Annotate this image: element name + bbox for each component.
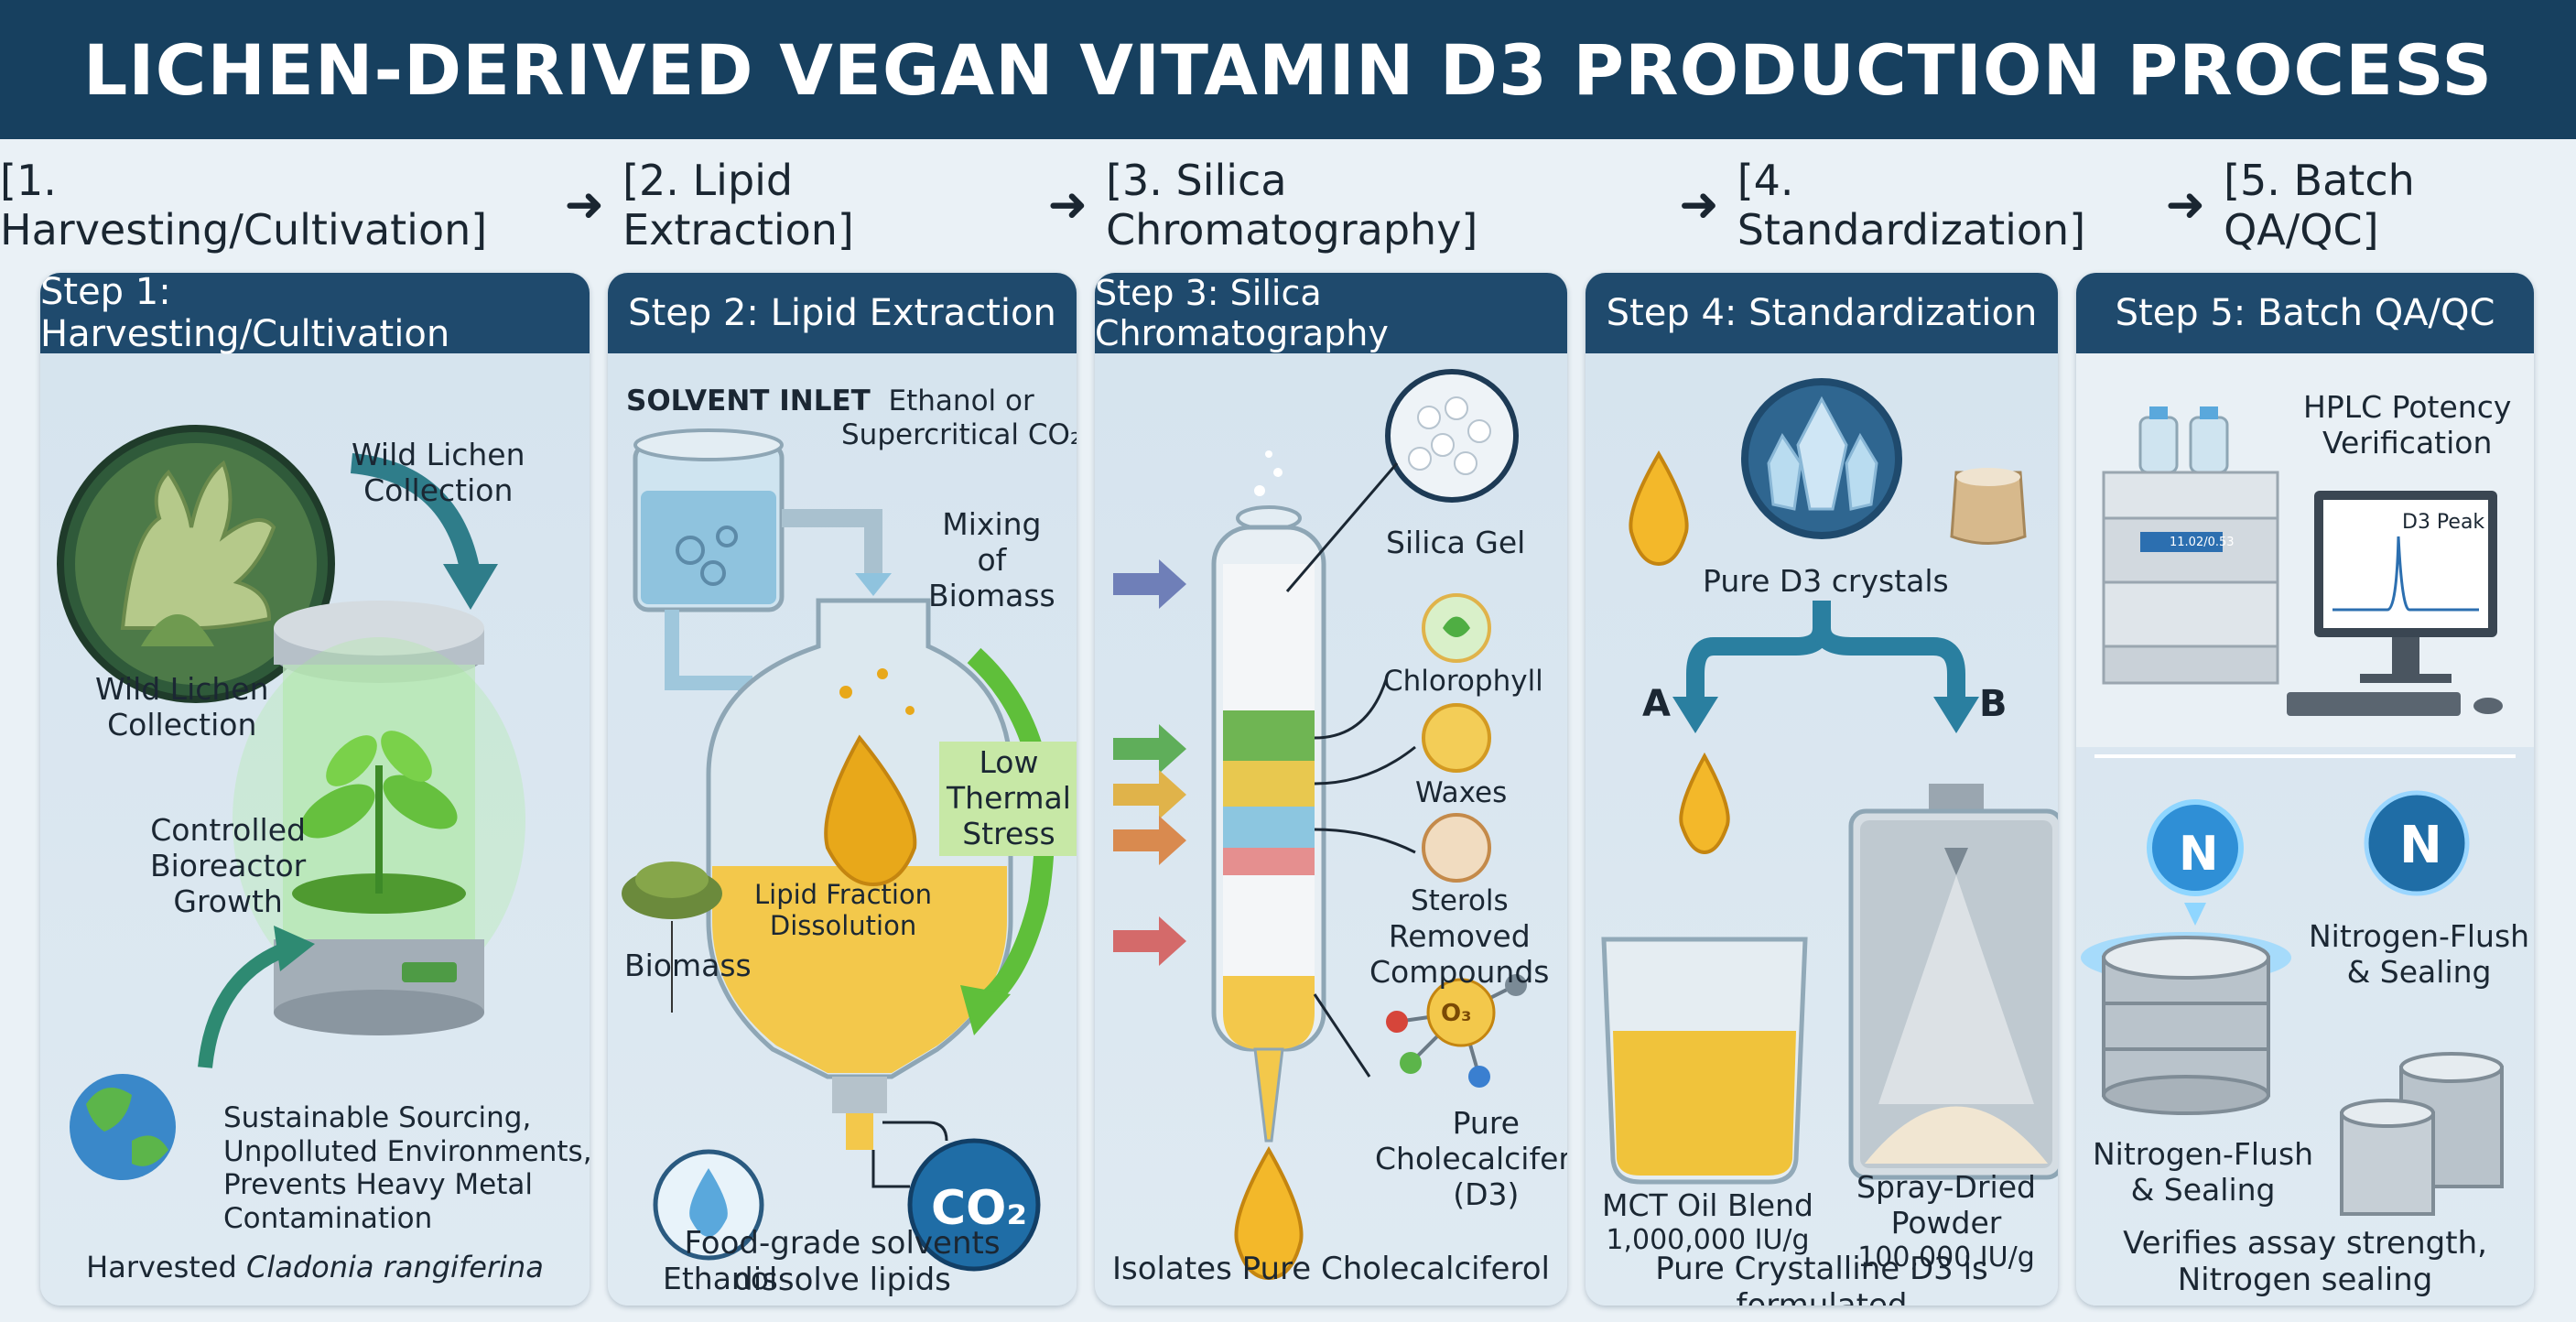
page-title: LICHEN-DERIVED VEGAN VITAMIN D3 PRODUCTI…	[82, 28, 2494, 111]
co2-label: CO₂	[931, 1181, 1028, 1236]
curved-arrow-icon	[350, 453, 481, 576]
step-1-illustration	[57, 425, 525, 1180]
hplc-instrument-icon	[2102, 406, 2279, 685]
monitor-icon	[2287, 491, 2503, 716]
flow-arrow-icon: ➜	[2165, 178, 2206, 233]
biomass-icon	[622, 861, 722, 1013]
solvent-tank-icon	[633, 428, 785, 612]
nitrogen-sphere-icon	[2364, 790, 2470, 896]
nitrogen-sphere-icon	[2147, 799, 2244, 926]
mct-oil-beaker-icon	[1601, 937, 1808, 1185]
flow-arrow-icon: ➜	[1679, 178, 1719, 233]
flow-step-2: [2. Lipid Extraction]	[622, 156, 854, 255]
earth-globe-icon	[70, 1074, 176, 1180]
step-4-caption: Pure Crystalline D3 is formulated	[1655, 1251, 1988, 1306]
panel-step-3: Step 3: Silica Chromatography	[1095, 273, 1567, 1306]
biomass-label: Biomass	[624, 948, 752, 983]
ethanol-label: Ethanol	[663, 1261, 778, 1296]
nitrogen-symbol-left: N	[2179, 827, 2219, 882]
hplc-display-readout: 11.02/0.53	[2170, 536, 2235, 549]
step-3-header: Step 3: Silica Chromatography	[1095, 273, 1567, 353]
d3-molecule-icon	[1386, 974, 1527, 1088]
nitrogen-flush-label-right: Nitrogen-Flush& Sealing	[2309, 918, 2530, 990]
input-arrows-icon	[1113, 559, 1186, 966]
step-1-header: Step 1: Harvesting/Cultivation	[40, 273, 590, 355]
ethanol-drop-icon	[653, 1149, 764, 1261]
oil-drop-icon	[1629, 450, 1689, 567]
silica-gel-icon	[1385, 369, 1519, 503]
panel-step-1: Step 1: Harvesting/Cultivation	[40, 273, 590, 1306]
recirculation-arrow-icon	[967, 647, 1055, 1012]
chlorophyll-label: Chlorophyll	[1383, 665, 1543, 698]
step-5-header: Step 5: Batch QA/QC	[2076, 273, 2534, 353]
storage-drums-icon	[2340, 1052, 2504, 1216]
flow-step-3: [3. Silica Chromatography]	[1106, 156, 1478, 255]
d3-drop-icon	[1234, 1145, 1304, 1281]
branch-b-label: B	[1979, 683, 2008, 725]
sterols-label: Sterols	[1411, 884, 1509, 917]
wild-lichen-icon	[57, 425, 335, 703]
nitrogen-flush-label-left: Nitrogen-Flush& Sealing	[2093, 1136, 2314, 1208]
step-5-illustration	[2076, 353, 2534, 1216]
flow-step-4: [4. Standardization]	[1737, 156, 2086, 255]
d3-peak-label: D3 Peak	[2402, 511, 2485, 534]
step-5-caption: Verifies assay strength,Nitrogen sealing	[2123, 1225, 2487, 1299]
spray-dryer-icon	[1848, 784, 2058, 1180]
step-1-caption: Harvested Cladonia rangiferina	[86, 1250, 544, 1284]
crystal-icon	[1741, 378, 1902, 539]
d3-molecule-label: O₃	[1441, 1000, 1472, 1027]
panel-step-5: Step 5: Batch QA/QC	[2076, 273, 2534, 1306]
panel-step-2: Step 2: Lipid Extraction	[608, 273, 1077, 1306]
pure-d3-crystals-label: Pure D3 crystals	[1703, 563, 1949, 599]
solvent-inlet-label: SOLVENT INLET	[626, 385, 871, 417]
nitrogen-drum-icon	[2081, 932, 2291, 1115]
flow-arrow-icon: ➜	[1047, 178, 1088, 233]
flow-arrow-icon: ➜	[564, 178, 605, 233]
flow-step-5: [5. Batch QA/QC]	[2224, 156, 2415, 255]
sustainable-sourcing-label: Sustainable Sourcing,Unpolluted Environm…	[223, 1101, 590, 1235]
waxes-label: Waxes	[1415, 776, 1508, 809]
co2-bubble-icon	[907, 1138, 1041, 1272]
step-2-header: Step 2: Lipid Extraction	[608, 273, 1077, 353]
species-name: Cladonia rangiferina	[246, 1250, 544, 1284]
panel-step-4: Step 4: Standardization	[1586, 273, 2058, 1306]
sterols-icon	[1422, 813, 1491, 883]
step-3-illustration	[1113, 369, 1527, 1281]
waxes-icon	[1422, 703, 1491, 773]
process-flow-bar: [1. Harvesting/Cultivation] ➜ [2. Lipid …	[0, 156, 2576, 255]
step-4-illustration	[1601, 378, 2058, 1185]
step-2-illustration	[622, 428, 1055, 1272]
nitrogen-symbol-right: N	[2399, 816, 2442, 875]
bioreactor-icon	[233, 601, 525, 1035]
green-arrow-icon	[198, 941, 290, 1068]
step-3-caption: Isolates Pure Cholecalciferol	[1112, 1251, 1550, 1287]
silica-gel-label: Silica Gel	[1386, 525, 1526, 560]
title-banner: LICHEN-DERIVED VEGAN VITAMIN D3 PRODUCTI…	[0, 0, 2576, 139]
powder-bag-icon	[1950, 468, 2027, 545]
chromatography-column-icon	[1211, 450, 1326, 1143]
extraction-vessel-icon	[706, 598, 1013, 1150]
step-4-header: Step 4: Standardization	[1586, 273, 2058, 353]
mct-oil-label: MCT Oil Blend 1,000,000 IU/g	[1602, 1187, 1813, 1256]
branch-a-label: A	[1642, 683, 1671, 725]
flow-step-1: [1. Harvesting/Cultivation]	[0, 156, 488, 255]
branch-arrows-icon	[1686, 601, 1831, 701]
